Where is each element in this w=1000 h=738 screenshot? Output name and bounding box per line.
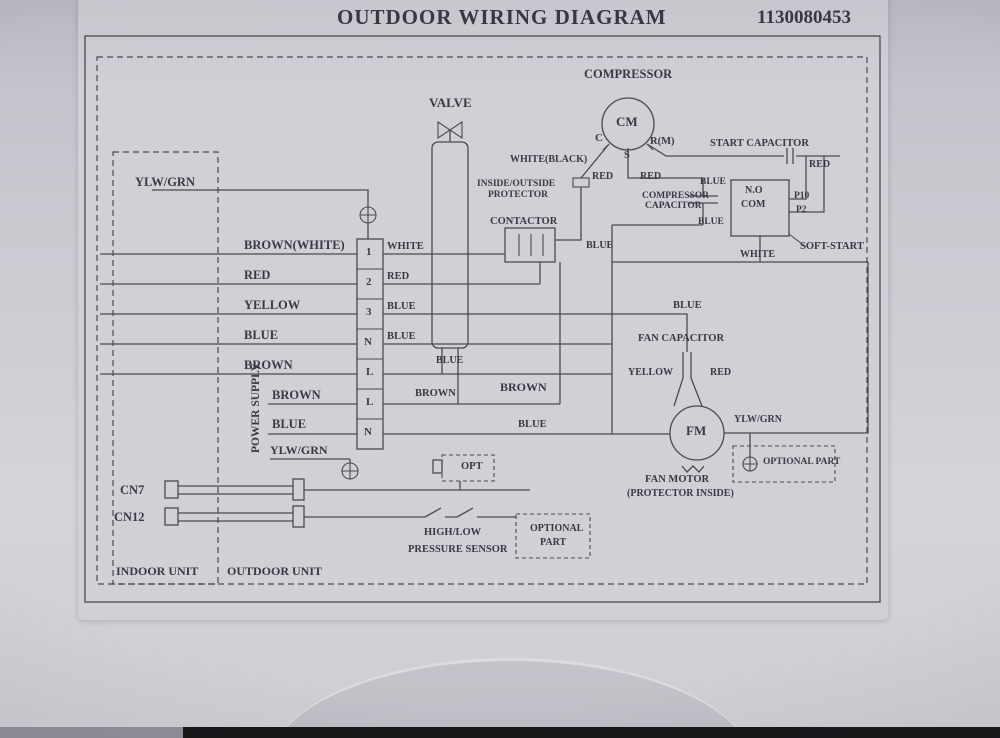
- wire-label-left-2: RED: [244, 268, 271, 282]
- protector-label-line2: PROTECTOR: [488, 190, 549, 200]
- wire-label-blue-cap-bottom: BLUE: [698, 217, 724, 227]
- fan-capacitor-label: FAN CAPACITOR: [638, 333, 725, 344]
- wire-label-brown-valve: BROWN: [415, 388, 456, 399]
- ground-symbol-terminal-bottom: [341, 462, 359, 480]
- wire-label-left-5: BROWN: [244, 358, 293, 372]
- wire-label-blue-fan: BLUE: [673, 300, 702, 311]
- fm-optional-dashed-box: [732, 445, 836, 483]
- wire-label-yellow: YELLOW: [628, 367, 674, 378]
- soft-start-label: SOFT-START: [800, 241, 864, 252]
- appliance-top-curve: [268, 658, 754, 738]
- indoor-unit-label: INDOOR UNIT: [116, 564, 199, 578]
- terminal-2: 2: [366, 276, 372, 288]
- valve-label: VALVE: [429, 95, 472, 110]
- terminal-l1: L: [366, 366, 374, 378]
- soft-start-pointer: [788, 233, 807, 248]
- terminal-c: C: [595, 132, 603, 144]
- wire-label-blue-mid: BLUE: [518, 419, 547, 430]
- start-capacitor-label: START CAPACITOR: [710, 138, 809, 149]
- fan-motor-label: FAN MOTOR: [645, 474, 710, 485]
- soft-start-p2: P2: [796, 205, 807, 215]
- opt-dashed-box: [441, 454, 495, 482]
- soft-start-p10: P10: [794, 191, 810, 201]
- sensor-optional-label-line1: OPTIONAL: [530, 523, 584, 534]
- wire-label-brown-mid: BROWN: [500, 380, 547, 394]
- cn12-connector: [164, 505, 305, 528]
- wire-label-white-soft: WHITE: [740, 249, 776, 260]
- wire-label-left-3: YELLOW: [244, 298, 301, 312]
- ground-symbol-optional-part: [742, 456, 758, 472]
- outdoor-unit-label: OUTDOOR UNIT: [227, 564, 323, 578]
- optional-part-fm-label: OPTIONAL PART: [763, 457, 841, 467]
- fan-motor-protector-label: (PROTECTOR INSIDE): [627, 488, 734, 499]
- fan-motor-fm: FM: [686, 423, 707, 438]
- bottom-strip-left: [0, 727, 183, 738]
- wire-label-red-start: RED: [809, 159, 831, 170]
- inside-outside-protector-symbol: [572, 177, 590, 188]
- terminal-n1: N: [364, 336, 372, 348]
- soft-start-com: COM: [741, 199, 766, 210]
- wire-label-left-7: BLUE: [272, 417, 307, 431]
- wire-label-left-1: BROWN(WHITE): [244, 238, 345, 252]
- wire-label-blue-soft: BLUE: [586, 240, 614, 251]
- wire-label-right-2: RED: [387, 271, 410, 282]
- compressor-capacitor-label-line1: COMPRESSOR: [642, 191, 710, 201]
- cn12-label: CN12: [114, 510, 145, 524]
- wire-label-red-s: RED: [640, 171, 662, 182]
- soft-start-box: [730, 179, 790, 237]
- outdoor-unit-dashed-box: [96, 56, 868, 585]
- pressure-sensor-label-line1: HIGH/LOW: [424, 527, 482, 538]
- wire-label-red-c: RED: [592, 171, 614, 182]
- wire-label-white-black: WHITE(BLACK): [510, 154, 588, 165]
- wire-label-right-3: BLUE: [387, 301, 416, 312]
- wire-label-blue-valve: BLUE: [436, 355, 464, 366]
- terminal-l2: L: [366, 396, 374, 408]
- cn7-label: CN7: [120, 483, 145, 497]
- sensor-optional-dashed-box: [515, 513, 591, 559]
- terminal-3: 3: [366, 306, 372, 318]
- compressor-capacitor-label-line2: CAPACITOR: [645, 201, 702, 211]
- wire-label-ylwgrn-top: YLW/GRN: [135, 175, 195, 189]
- wiring-diagram-linework: [84, 35, 881, 603]
- terminal-rm: R(M): [650, 136, 675, 147]
- contactor-symbol: [504, 227, 556, 263]
- power-supply-label: POWER SUPPLY: [250, 363, 262, 453]
- cn7-connector: [164, 478, 305, 501]
- pressure-sensor-label-line2: PRESSURE SENSOR: [408, 544, 508, 555]
- contactor-label: CONTACTOR: [490, 216, 558, 227]
- valve-symbol: [431, 120, 469, 349]
- wire-label-right-1: WHITE: [387, 241, 424, 252]
- outer-frame: [84, 35, 881, 603]
- protector-label-line1: INSIDE/OUTSIDE: [477, 179, 556, 189]
- wire-label-left-8: YLW/GRN: [270, 443, 328, 457]
- wire-label-left-6: BROWN: [272, 388, 321, 402]
- terminal-1: 1: [366, 246, 372, 258]
- wire-label-right-4: BLUE: [387, 331, 416, 342]
- terminal-s: S: [624, 150, 630, 161]
- wire-label-left-4: BLUE: [244, 328, 279, 342]
- compressor-terminal-ticks: [602, 143, 654, 156]
- indoor-unit-dashed-box: [112, 151, 219, 585]
- wire-label-red-fan: RED: [710, 367, 732, 378]
- sensor-optional-label-line2: PART: [540, 537, 567, 548]
- wire-label-ylwgrn-fm: YLW/GRN: [734, 414, 782, 425]
- fan-motor-circle: [669, 405, 725, 461]
- ground-symbol-terminal-top: [359, 206, 377, 224]
- opt-label: OPT: [461, 461, 483, 472]
- compressor-cm: CM: [616, 114, 638, 129]
- terminal-n2: N: [364, 426, 372, 438]
- wires: [100, 130, 869, 522]
- part-number: 1130080453: [757, 7, 851, 28]
- soft-start-no: N.O: [745, 185, 763, 196]
- page-title: OUTDOOR WIRING DIAGRAM: [337, 5, 667, 29]
- wire-label-blue-cap-top: BLUE: [700, 177, 726, 187]
- bottom-dark-strip: [183, 727, 1000, 738]
- compressor-label: COMPRESSOR: [584, 67, 673, 81]
- opt-plug-symbol: [432, 459, 443, 474]
